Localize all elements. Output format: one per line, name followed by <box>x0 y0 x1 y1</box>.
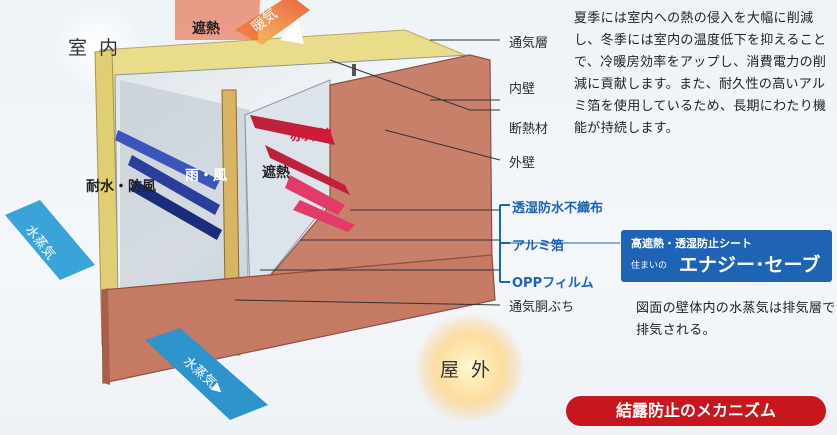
mechanism-title: 結露防止のメカニズム <box>566 396 826 426</box>
inner-wall-label: 内壁 <box>509 82 536 97</box>
heat-shield-arrow <box>175 0 260 40</box>
breathable-nonwoven-label: 透湿防水不織布 <box>512 201 604 216</box>
infrared-arrows <box>250 115 355 232</box>
leader-lines <box>234 39 501 306</box>
aluminum-foil-label: アルミ箔 <box>512 239 564 254</box>
warm-air-arrowhead <box>280 18 304 44</box>
ventilation-layer-label: 通気層 <box>509 36 549 51</box>
outer-wall-base-edge <box>102 288 110 385</box>
water-wind-resist-label: 耐水・防風 <box>86 179 156 195</box>
opp-film-label: OPPフィルム <box>512 276 594 291</box>
product-badge: 高遮熱・透湿防止シート 住まいの エナジー･セーブ <box>621 230 832 282</box>
vapor-bottom-arrow <box>145 328 268 420</box>
rain-wind-arrows <box>115 130 222 240</box>
vapor-note: 図面の壁体内の水蒸気は排気層で排気される。 <box>636 301 836 338</box>
product-prefix: 住まいの <box>631 261 668 271</box>
outdoor-label: 屋 外 <box>440 359 494 381</box>
product-name: エナジー･セーブ <box>679 254 821 276</box>
product-subtitle: 高遮熱・透湿防止シート <box>631 237 752 250</box>
vented-furring-label: 通気胴ぶち <box>509 300 575 315</box>
heat-shield-top-label: 遮熱 <box>192 21 220 37</box>
outer-wall-label: 外壁 <box>509 156 536 171</box>
rain-wind-label: 雨・風 <box>185 168 227 184</box>
insulation-label: 断熱材 <box>509 122 549 137</box>
stud-screw <box>352 64 356 76</box>
vapor-left-arrow <box>5 200 95 280</box>
description-text: 夏季には室内への熱の侵入を大幅に削減し、冬季には室内の温度低下を抑えることで、冷… <box>574 11 827 136</box>
outdoor-glow <box>415 313 525 423</box>
heat-shield-mid-label: 遮熱 <box>262 165 290 181</box>
indoor-label: 室 内 <box>68 37 122 59</box>
infrared-label: 赤外線 <box>290 128 332 144</box>
